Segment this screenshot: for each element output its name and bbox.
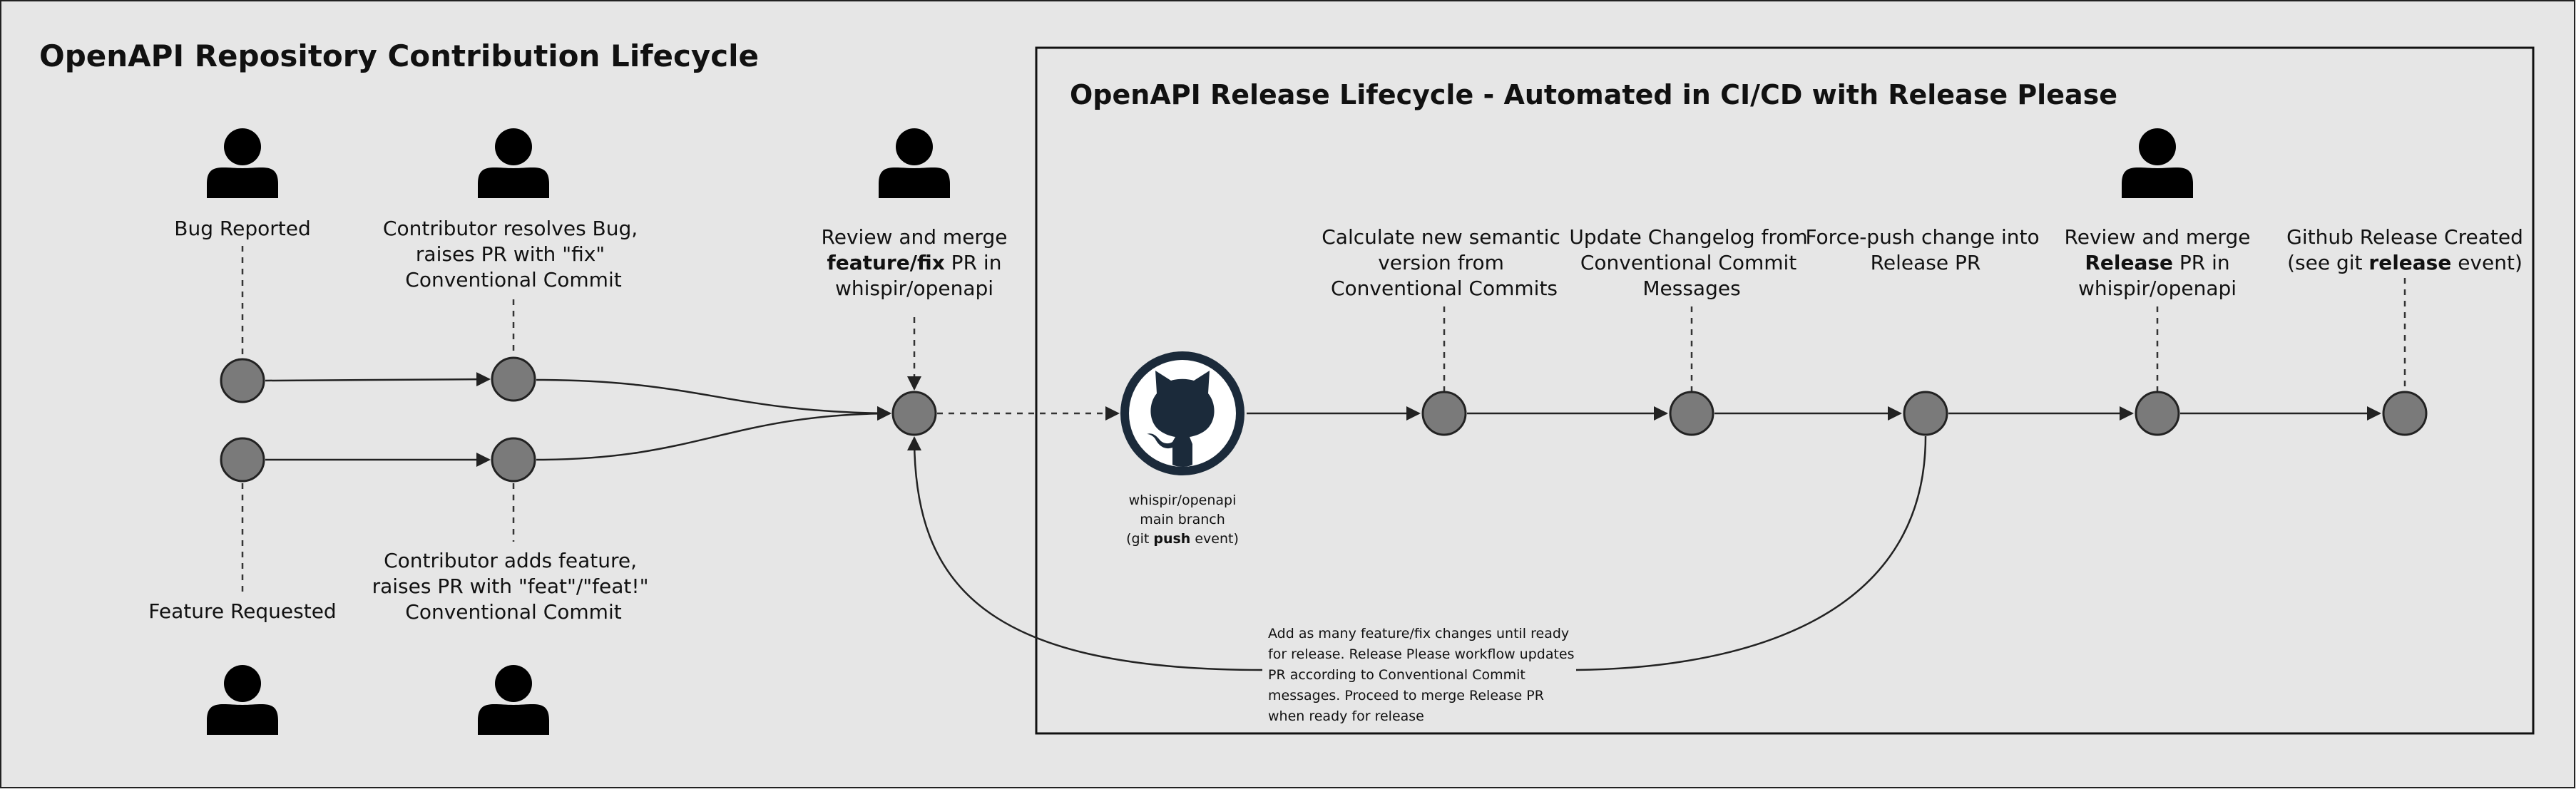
- feature-node: [220, 437, 265, 483]
- label-segment: release: [2368, 251, 2451, 274]
- label-segment: main branch: [1140, 512, 1225, 527]
- label-segment: Github Release Created: [2286, 225, 2523, 249]
- reviewer-person-icon: [879, 128, 950, 198]
- release-lifecycle-box: [1035, 46, 2535, 735]
- github-release-node: [2382, 391, 2428, 436]
- fix-contributor-label: Contributor resolves Bug, raises PR with…: [383, 217, 644, 292]
- label-segment: (git: [1126, 531, 1153, 547]
- label-segment: event): [2451, 251, 2523, 274]
- loop-note: Add as many feature/fix changes until re…: [1268, 626, 1579, 724]
- release-review-node: [2135, 391, 2180, 436]
- changelog-step-label: Update Changelog from Conventional Commi…: [1569, 225, 1814, 300]
- bug-reporter-person-icon: [207, 128, 278, 198]
- release-box-title: OpenAPI Release Lifecycle - Automated in…: [1070, 79, 2117, 110]
- main-branch-caption: whispir/openapi main branch (git push even…: [1126, 493, 1239, 547]
- label-segment: whispir/openapi: [835, 277, 993, 300]
- fix-to-merge-curve: [536, 378, 891, 421]
- feature-requested-label: Feature Requested: [148, 599, 336, 623]
- loop-curve-right: [1575, 435, 1927, 671]
- force-push-step-label: Force-push change into Release PR: [1805, 225, 2045, 274]
- loop-curve-left: [907, 436, 1263, 671]
- fix-pr-node: [491, 356, 536, 402]
- github-release-step-label: Github Release Created(see git release e…: [2286, 225, 2523, 274]
- feature-contributor-person-icon: [478, 665, 549, 735]
- label-segment: Review and merge: [2065, 225, 2251, 249]
- label-segment: whispir/openapi: [1129, 493, 1237, 508]
- label-segment: event): [1190, 531, 1239, 547]
- semver-node: [1421, 391, 1467, 436]
- label-segment: PR in: [945, 251, 1002, 274]
- force-push-node: [1903, 391, 1948, 436]
- main-title: OpenAPI Repository Contribution Lifecycl…: [39, 38, 759, 73]
- github-octocat-icon: [1120, 351, 1244, 475]
- feature-pr-node: [491, 437, 536, 483]
- bug-to-fix-arrow: [265, 372, 491, 387]
- release-reviewer-person-icon: [2122, 128, 2193, 198]
- bug-reported-label: Bug Reported: [174, 217, 310, 240]
- feature-contributor-label: Contributor adds feature, raises PR with…: [372, 549, 655, 624]
- label-segment: feature/fix: [827, 251, 945, 274]
- label-segment: (see git: [2287, 251, 2368, 274]
- label-segment: PR in: [2173, 251, 2230, 274]
- changelog-node: [1669, 391, 1714, 436]
- merge-node: [891, 391, 937, 436]
- feature-to-merge-curve: [536, 406, 891, 461]
- label-segment: Review and merge: [822, 225, 1008, 249]
- label-segment: push: [1153, 531, 1190, 547]
- label-segment: whispir/openapi: [2078, 277, 2237, 300]
- fix-contributor-person-icon: [478, 128, 549, 198]
- semver-step-label: Calculate new semantic version from Conv…: [1322, 225, 1567, 300]
- feature-requester-person-icon: [207, 665, 278, 735]
- bug-node: [220, 358, 265, 403]
- label-segment: Release: [2085, 251, 2173, 274]
